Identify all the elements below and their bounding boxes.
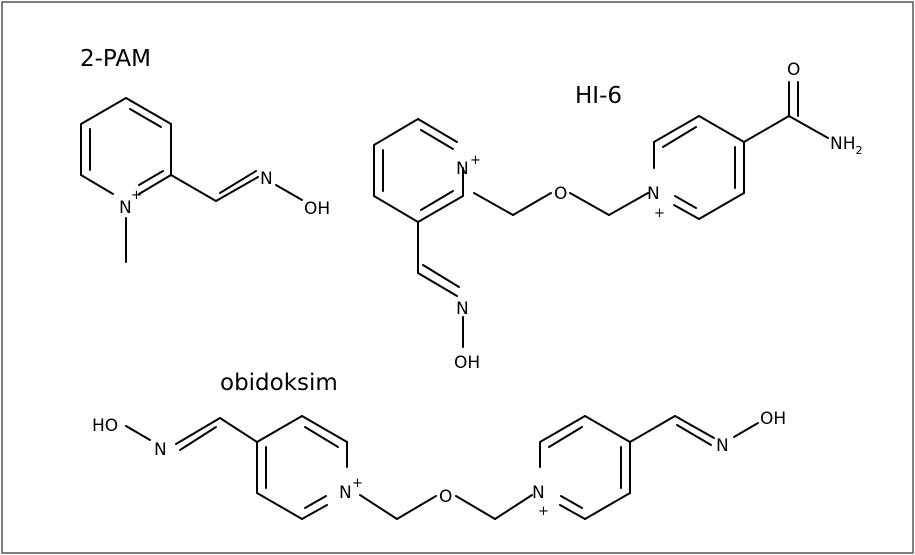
bond [673,204,700,220]
bond [629,415,676,443]
bond [559,504,586,520]
label-obidoksim: obidoksim [220,370,338,396]
bond [138,170,164,186]
charge-n-ring-left: + [352,476,363,491]
bond [417,118,458,143]
bond [215,176,259,202]
atom-n-oxime-right: N [716,436,729,456]
bond [417,272,458,297]
bond [733,422,759,438]
bond [698,192,745,220]
bond [560,495,583,509]
bond [674,195,697,209]
label-2pam: 2-PAM [80,46,151,72]
atom-o-carbonyl: O [787,60,800,80]
molecule-hi6: HI-6 [373,60,863,373]
bond [373,195,419,223]
atom-ho-left: HO [92,416,118,436]
bond [539,415,586,443]
bond [304,495,327,509]
atom-n-ring-right: N [647,184,660,204]
atom-nh2-amide: NH2 [830,134,863,157]
atom-oh-oxime: OH [454,353,480,373]
atom-n-ring: N [119,198,132,218]
bond [138,174,172,195]
bond [512,192,552,216]
bond [359,494,398,520]
charge-n-ring-right: + [654,206,665,221]
bond [494,494,533,520]
label-hi6: HI-6 [575,83,622,109]
molecule-2pam: 2-PAM N + N OH [80,46,330,263]
bond [422,264,460,288]
bond [304,426,339,448]
bond [743,115,790,143]
bond [125,97,172,125]
bond [653,115,700,143]
bond [455,495,496,520]
bond [301,415,348,443]
bond [569,192,610,216]
bond [175,417,221,445]
atom-oh: OH [304,199,330,219]
molecule-obidoksim: obidoksim [92,370,786,520]
atom-n-ring-right: N [532,483,545,503]
bond [584,415,631,443]
bond [396,495,437,520]
bond [80,174,114,195]
bonds-obidoksim [125,415,759,520]
bond [698,115,745,143]
bond [80,97,127,125]
bond [420,190,454,211]
bond [219,170,257,194]
bond [674,415,715,439]
atom-o-ether: O [439,487,452,507]
bond [179,426,217,451]
bond [473,192,514,216]
atom-oh-right: OH [760,409,786,429]
bond [170,174,217,202]
bond [662,126,697,148]
bond [608,192,649,216]
atom-o-ether: O [554,184,567,204]
bond [788,115,829,139]
bond [129,108,162,128]
bond [373,118,419,146]
bond [256,415,303,443]
bonds-hi6 [373,81,829,348]
bond [676,424,712,446]
bond [301,504,328,520]
atom-nh2-subscript: 2 [856,144,863,157]
bond [417,195,464,223]
bond [420,129,454,150]
atom-n-ring-left: N [456,159,469,179]
bond [256,492,303,520]
bond [548,426,583,448]
bond [584,492,631,520]
charge-n-ring: + [131,188,142,203]
bond [125,425,151,441]
bond [219,417,258,443]
charge-n-ring-left: + [470,153,481,168]
atom-n-ring-left: N [339,483,352,503]
atom-n-oxime: N [456,299,469,319]
bonds-2pam [80,97,303,263]
atom-n-oxime: N [260,169,273,189]
charge-n-ring-right: + [538,504,549,519]
bond [275,184,303,201]
atom-n-oxime-left: N [154,440,167,460]
atom-nh-amide: NH [830,134,856,154]
